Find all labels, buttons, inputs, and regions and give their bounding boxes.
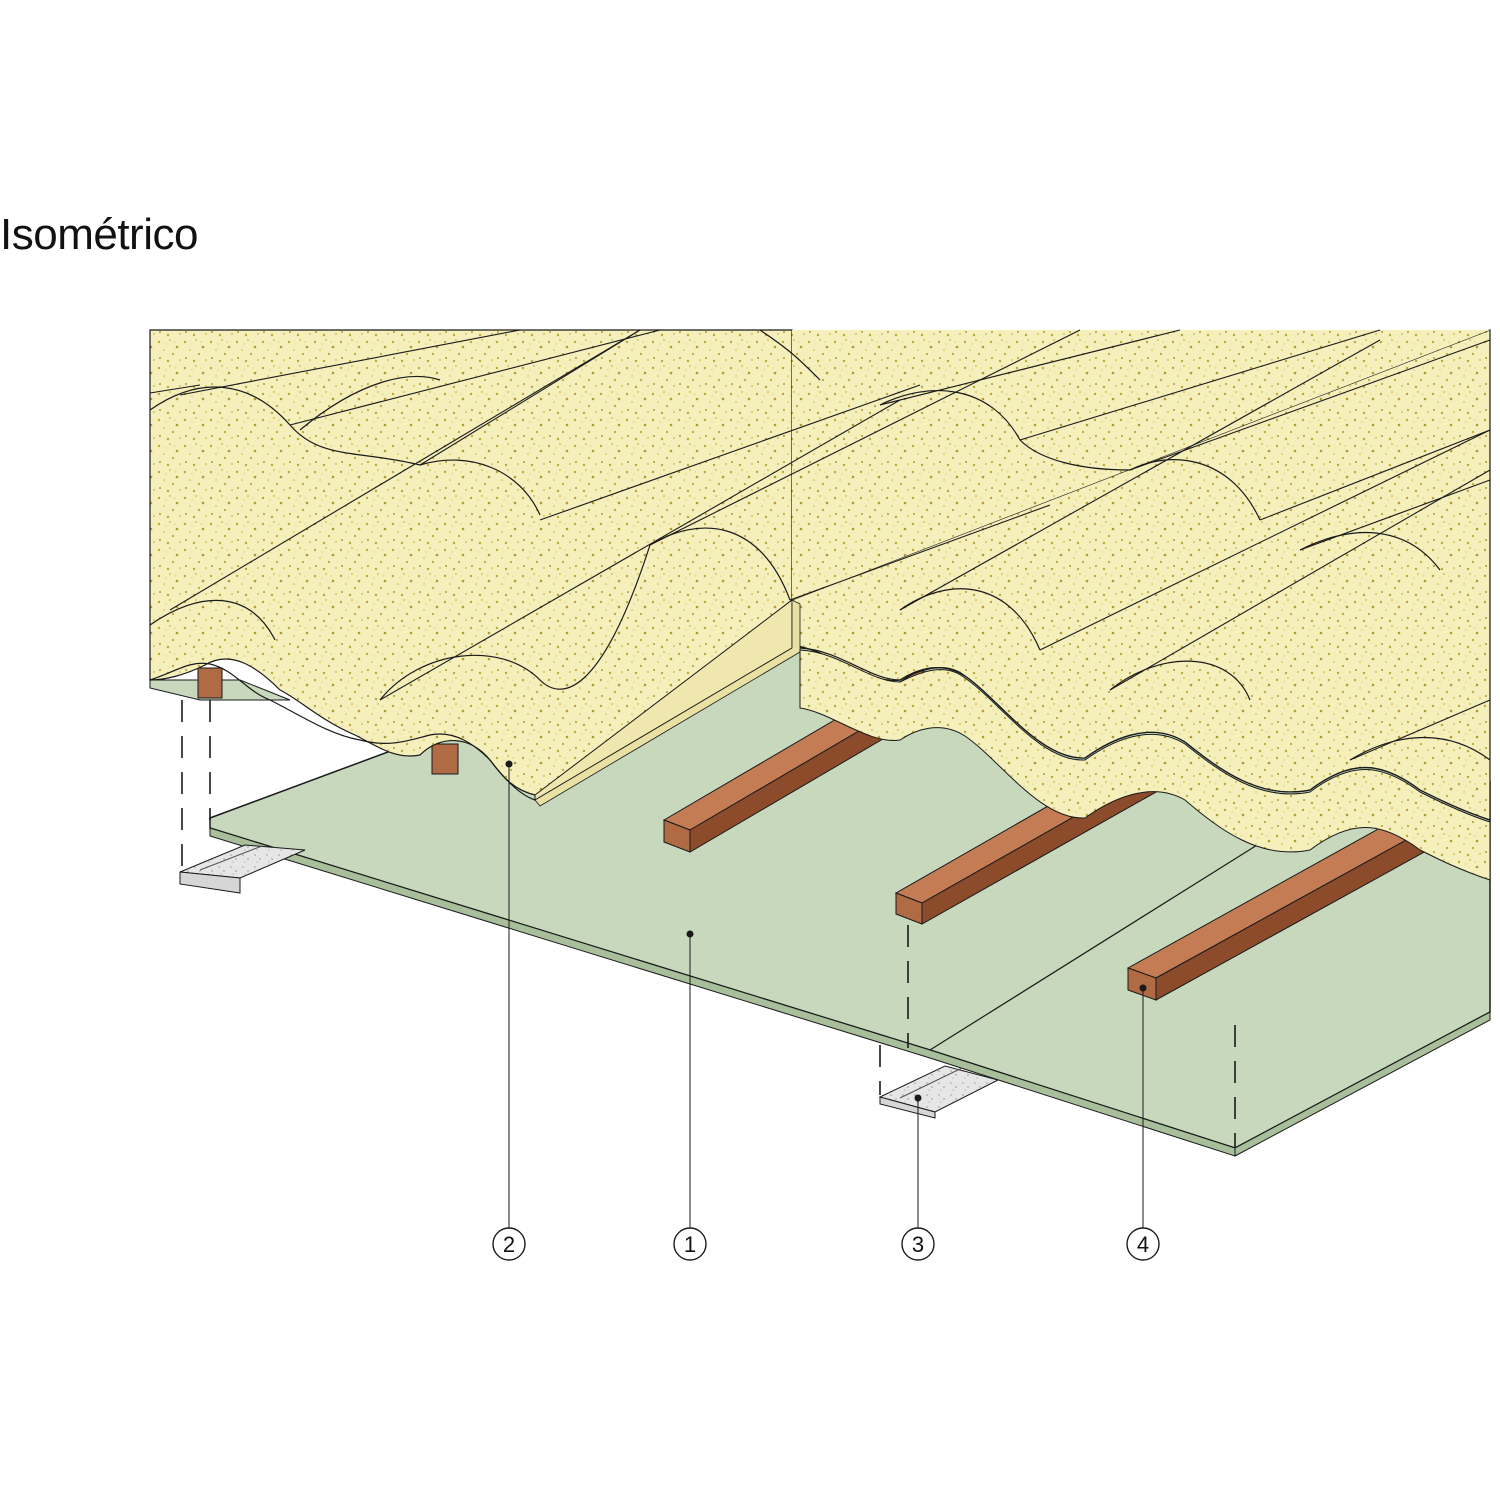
callout-1-label: 1: [684, 1232, 696, 1257]
callout-1: 1: [673, 1227, 707, 1261]
page-title: Isométrico: [0, 210, 198, 259]
dashed-support-lines: [181, 700, 1236, 1148]
batten-left-small: [197, 667, 459, 775]
batten-3: [1126, 817, 1430, 1001]
callout-4: 4: [1126, 1227, 1160, 1261]
metal-profile-right: [878, 1065, 1000, 1119]
callout-2-label: 2: [503, 1232, 515, 1257]
callout-3-label: 3: [912, 1232, 924, 1257]
metal-profile-left: [179, 844, 306, 894]
tile-layer: [149, 329, 1491, 881]
board-joint-line: [929, 814, 1306, 1051]
callout-4-label: 4: [1137, 1232, 1149, 1257]
callout-2: 2: [492, 1227, 526, 1261]
callout-leaders: [505, 760, 1147, 1228]
callout-3: 3: [901, 1227, 935, 1261]
